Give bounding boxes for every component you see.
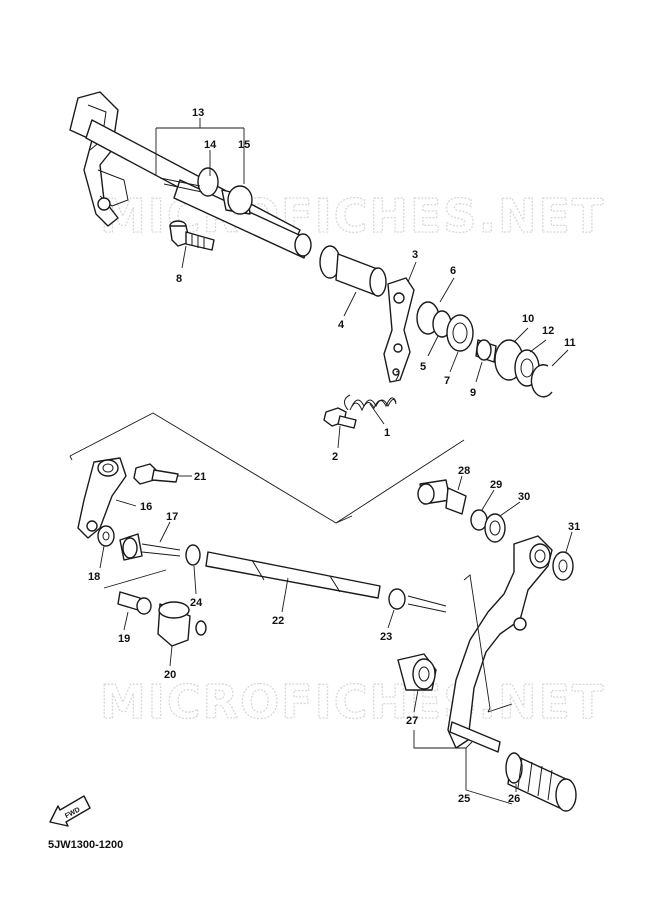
spring-part-1 [344, 371, 400, 412]
bolt-part-28 [417, 479, 467, 515]
callout-23: 23 [380, 631, 392, 643]
washer-part-31 [552, 551, 574, 581]
callout-14: 14 [204, 139, 217, 151]
callout-15: 15 [238, 139, 250, 151]
circlip-part-11 [530, 364, 553, 398]
callout-4: 4 [338, 319, 345, 331]
callout-13: 13 [192, 107, 204, 119]
drawing-code: 5JW1300-1200 [48, 839, 123, 851]
callout-11: 11 [564, 337, 576, 349]
collar-part-4 [319, 245, 387, 297]
callout-6: 6 [450, 265, 456, 277]
callout-25: 25 [458, 793, 470, 805]
rubber-part-26 [505, 752, 577, 812]
callout-10: 10 [522, 313, 534, 325]
shift-shaft-assembly [69, 91, 312, 259]
nut-part-24 [185, 544, 201, 566]
bearing-part-9 [475, 339, 497, 363]
callout-20: 20 [164, 669, 176, 681]
callout-26: 26 [508, 793, 520, 805]
cover-part-20 [157, 601, 207, 647]
pin-part-27 [397, 653, 437, 691]
callout-21: 21 [194, 471, 206, 483]
bolt-part-2 [323, 407, 357, 429]
joint-part-17 [119, 533, 181, 561]
callout-7: 7 [444, 375, 450, 387]
callout-8: 8 [176, 273, 182, 285]
callout-30: 30 [518, 491, 530, 503]
nut-part-18 [97, 525, 115, 547]
callout-3: 3 [412, 249, 418, 261]
watermark-bottom: MICROFICHES.NET [100, 675, 605, 729]
pedal-part-25 [447, 535, 553, 753]
callout-18: 18 [88, 571, 100, 583]
bolt-part-19 [117, 591, 152, 615]
callout-22: 22 [272, 615, 284, 627]
fwd-arrow-icon: FWD [49, 795, 91, 827]
callout-16: 16 [140, 501, 152, 513]
callout-12: 12 [542, 325, 554, 337]
callout-group: 13 14 15 8 4 3 6 5 7 9 10 12 11 1 2 21 1… [88, 107, 580, 805]
callout-5: 5 [420, 361, 426, 373]
bolt-part-8 [169, 220, 215, 251]
callout-29: 29 [490, 479, 502, 491]
rod-part-22 [205, 551, 381, 599]
nut-part-23 [388, 588, 406, 610]
callout-28: 28 [458, 465, 470, 477]
plate-part-3 [383, 277, 415, 383]
callout-24: 24 [190, 597, 203, 609]
callout-19: 19 [118, 633, 130, 645]
washer-part-30 [484, 513, 506, 543]
callout-27: 27 [406, 715, 418, 727]
callout-31: 31 [568, 521, 580, 533]
bolt-part-21 [133, 463, 179, 485]
callout-17: 17 [166, 511, 178, 523]
lever-part-16 [77, 457, 127, 539]
assembly-outline [69, 412, 353, 524]
washer-part-7 [446, 314, 474, 352]
callout-9: 9 [470, 387, 476, 399]
callout-2: 2 [332, 451, 338, 463]
callout-1: 1 [384, 427, 390, 439]
